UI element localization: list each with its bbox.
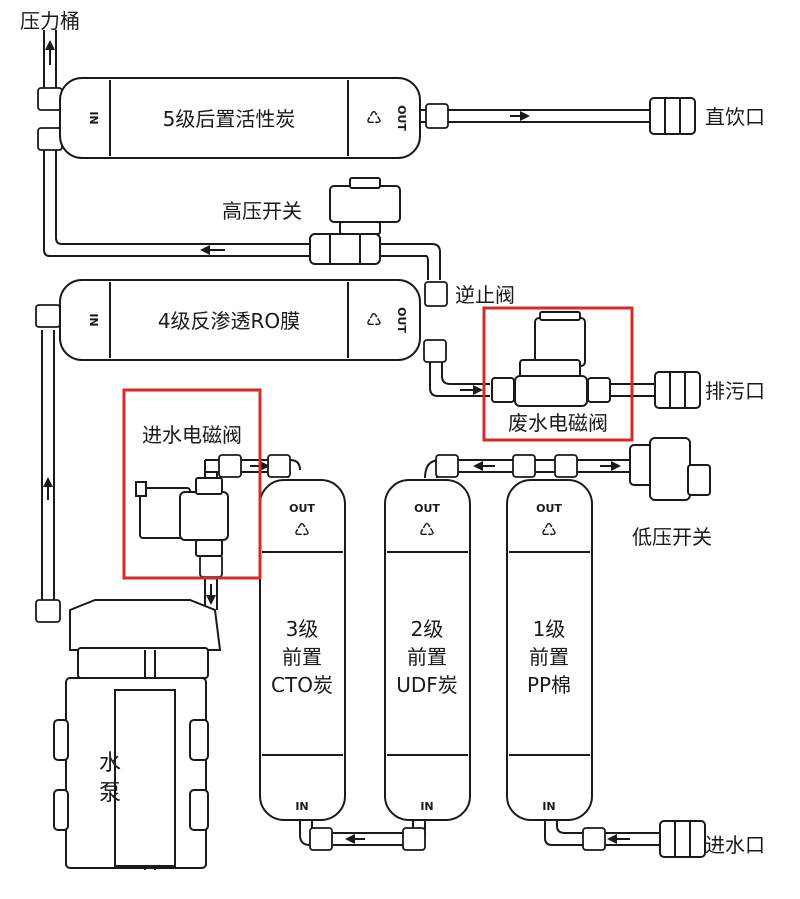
stage3-recycle-icon: ♺ — [294, 520, 310, 541]
stage1-line1: 1级 — [533, 617, 566, 641]
fittings — [35, 87, 606, 851]
stage5-label: 5级后置活性炭 — [163, 107, 296, 131]
filter-stage3: OUT ♺ 3级 前置 CTO炭 IN — [259, 479, 346, 821]
waste-solenoid-valve — [491, 311, 611, 407]
stage5-out-label: OUT — [395, 105, 408, 131]
low-pressure-switch — [629, 437, 711, 501]
stage2-line3: UDF炭 — [396, 673, 458, 697]
waste-solenoid-highlight — [482, 306, 634, 442]
inlet-solenoid-label: 进水电磁阀 — [142, 423, 242, 447]
stage1-out-label: OUT — [536, 502, 562, 515]
stage4-in-label: IN — [87, 313, 100, 326]
stage1-recycle-icon: ♺ — [541, 520, 557, 541]
direct-drink-label: 直饮口 — [705, 105, 765, 129]
stage3-line1: 3级 — [286, 617, 319, 641]
inlet-solenoid-valve — [135, 477, 229, 557]
filter-stage4: IN OUT ♺ 4级反渗透RO膜 — [59, 279, 421, 361]
pressure-tank-label: 压力桶 — [20, 9, 80, 33]
end-caps — [649, 97, 706, 858]
stage3-line2: 前置 — [282, 645, 322, 669]
pump-label-2: 泵 — [99, 781, 121, 806]
pump-label-1: 水 — [99, 751, 121, 776]
low-pressure-switch-label: 低压开关 — [632, 525, 712, 549]
filter-stage2: OUT ♺ 2级 前置 UDF炭 IN — [384, 479, 471, 821]
stage2-line1: 2级 — [411, 617, 444, 641]
high-pressure-switch-label: 高压开关 — [222, 199, 302, 223]
water-pump — [53, 599, 222, 870]
stage5-recycle-icon: ♺ — [366, 108, 382, 129]
filter-stage1: OUT ♺ 1级 前置 PP棉 IN — [506, 479, 593, 821]
stage4-out-label: OUT — [395, 307, 408, 333]
stage4-recycle-icon: ♺ — [366, 310, 382, 331]
check-valve-label: 逆止阀 — [455, 283, 515, 307]
stage2-line2: 前置 — [407, 645, 447, 669]
flow-arrows — [43, 40, 630, 844]
stage2-recycle-icon: ♺ — [419, 520, 435, 541]
high-pressure-switch — [309, 177, 401, 265]
filter-stage5: IN OUT ♺ 5级后置活性炭 — [59, 77, 421, 159]
stage5-in-label: IN — [87, 111, 100, 124]
stage3-line3: CTO炭 — [271, 673, 333, 697]
inlet-solenoid-highlight — [122, 388, 262, 580]
stage1-line3: PP棉 — [527, 673, 571, 697]
stage3-in-label: IN — [295, 800, 308, 813]
stage4-label: 4级反渗透RO膜 — [158, 309, 300, 333]
drain-label: 排污口 — [705, 379, 765, 403]
stage1-in-label: IN — [542, 800, 555, 813]
water-inlet-label: 进水口 — [705, 833, 765, 857]
stage1-line2: 前置 — [529, 645, 569, 669]
stage3-out-label: OUT — [289, 502, 315, 515]
stage2-out-label: OUT — [414, 502, 440, 515]
stage2-in-label: IN — [420, 800, 433, 813]
waste-solenoid-label: 废水电磁阀 — [508, 411, 608, 435]
